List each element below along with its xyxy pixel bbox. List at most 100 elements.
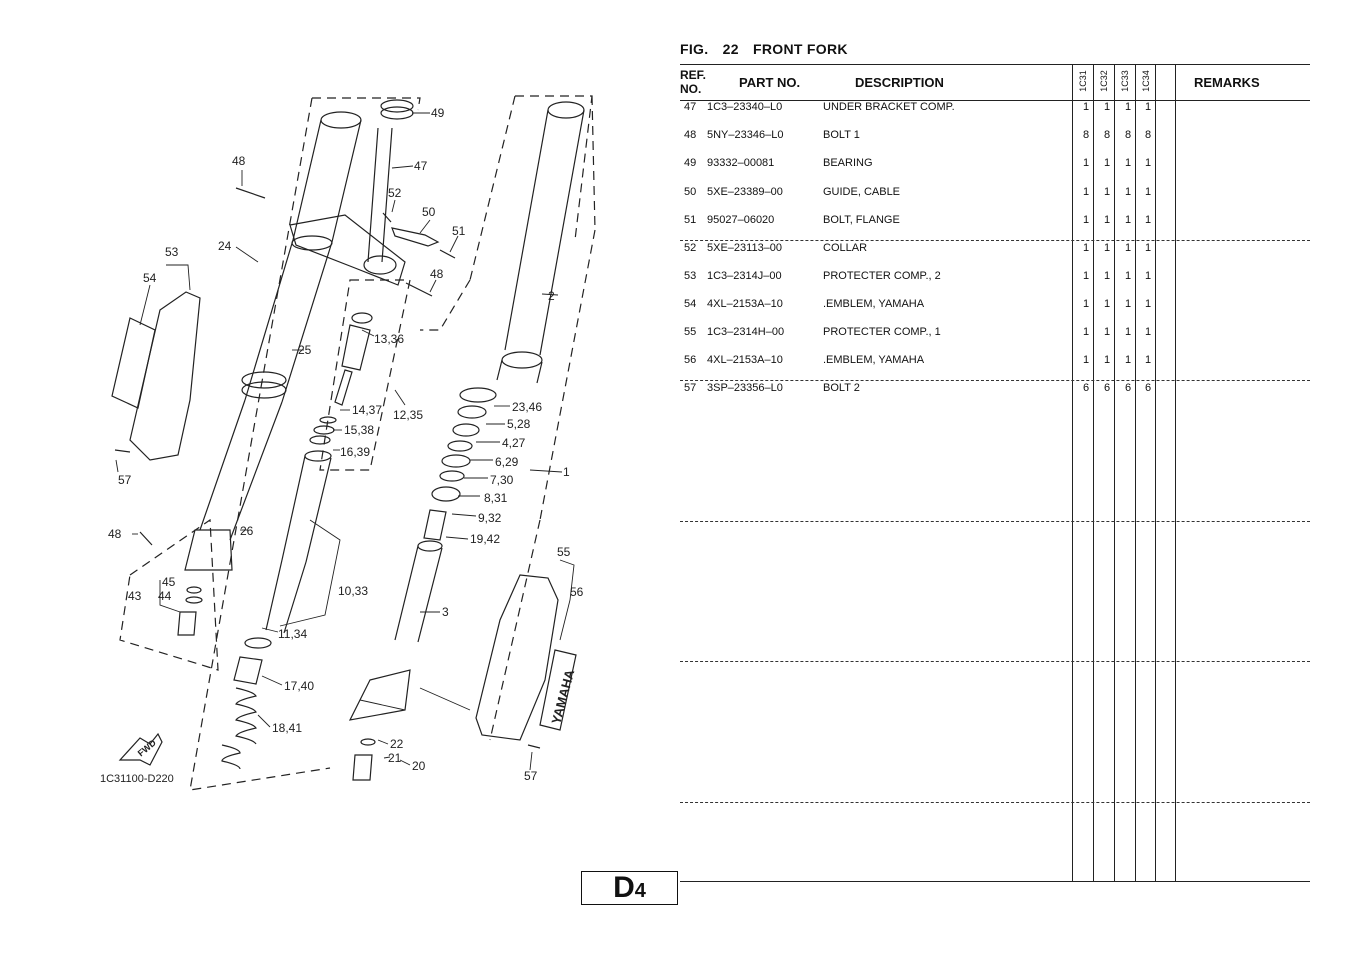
callout: 3 — [442, 605, 449, 619]
header-model: 1C32 — [1099, 70, 1109, 92]
qty: 1 — [1144, 354, 1152, 366]
part-description: .EMBLEM, YAMAHA — [823, 354, 925, 366]
header-ref: REF. — [680, 68, 707, 82]
qty: 1 — [1124, 326, 1132, 338]
part-description: BEARING — [823, 157, 873, 169]
table-row: 52 5XE–23113–00 COLLAR 1 1 1 1 — [0, 242, 1351, 256]
callout: 50 — [422, 205, 436, 219]
ref-number: 55 — [684, 326, 697, 338]
table-row: 55 1C3–2314H–00 PROTECTER COMP., 1 1 1 1… — [0, 326, 1351, 340]
qty: 6 — [1103, 382, 1111, 394]
seal-stack — [431, 387, 497, 502]
ref-number: 47 — [684, 101, 697, 113]
qty: 1 — [1082, 298, 1090, 310]
cable-guide — [235, 187, 456, 297]
part-description: UNDER BRACKET COMP. — [823, 101, 955, 113]
callout: 24 — [218, 239, 232, 253]
ref-number: 53 — [684, 270, 697, 282]
callout: 52 — [388, 186, 402, 200]
callout: 17,40 — [284, 679, 314, 693]
leader-lines — [115, 112, 575, 771]
callout: 25 — [298, 343, 312, 357]
part-description: .EMBLEM, YAMAHA — [823, 298, 925, 310]
qty: 1 — [1144, 326, 1152, 338]
header-description: DESCRIPTION — [855, 75, 944, 90]
qty: 1 — [1144, 214, 1152, 226]
figure-number: 22 — [722, 41, 739, 57]
qty: 6 — [1144, 382, 1152, 394]
callout: 43 — [128, 589, 142, 603]
part-description: COLLAR — [823, 242, 868, 254]
callout: 14,37 — [352, 403, 382, 417]
exploded-parts-diagram: YAMAHA FWD 49 48 47 52 50 — [100, 95, 596, 791]
callout: 53 — [165, 245, 179, 259]
axle-bolts — [114, 449, 541, 781]
ref-number: 54 — [684, 298, 697, 310]
callout: 51 — [452, 224, 466, 238]
table-row: 49 93332–00081 BEARING 1 1 1 1 — [0, 157, 1351, 171]
callout: 23,46 — [512, 400, 542, 414]
qty: 1 — [1144, 298, 1152, 310]
figure-label: FIG. — [680, 41, 709, 57]
qty: 1 — [1082, 242, 1090, 254]
callout: 56 — [570, 585, 584, 599]
callout: 9,32 — [478, 511, 502, 525]
part-description: PROTECTER COMP., 2 — [823, 270, 941, 282]
part-number: 4XL–2153A–10 — [707, 298, 783, 310]
ref-number: 52 — [684, 242, 697, 254]
callout: 6,29 — [495, 455, 519, 469]
group-separator — [680, 802, 1310, 803]
part-number: 3SP–23356–L0 — [707, 382, 783, 394]
part-number: 1C3–2314J–00 — [707, 270, 782, 282]
figure-name: FRONT FORK — [753, 41, 848, 57]
table-bottom-rule — [680, 881, 1310, 882]
callout: 44 — [158, 589, 172, 603]
callout: 45 — [162, 575, 176, 589]
qty: 1 — [1103, 242, 1111, 254]
qty: 1 — [1103, 270, 1111, 282]
qty: 1 — [1144, 186, 1152, 198]
qty: 8 — [1103, 129, 1111, 141]
qty: 1 — [1082, 157, 1090, 169]
callout: 13,36 — [374, 332, 404, 346]
header-model: 1C31 — [1078, 70, 1088, 92]
right-inner-tube — [348, 509, 447, 721]
qty: 1 — [1103, 298, 1111, 310]
page-section: D — [613, 871, 635, 904]
part-number: 5XE–23113–00 — [707, 242, 783, 254]
qty: 1 — [1082, 214, 1090, 226]
ref-number: 51 — [684, 214, 697, 226]
fork-guard-right: YAMAHA — [475, 574, 578, 741]
part-description: PROTECTER COMP., 1 — [823, 326, 941, 338]
qty: 1 — [1103, 186, 1111, 198]
ref-number: 49 — [684, 157, 697, 169]
qty: 1 — [1124, 101, 1132, 113]
callout-numbers: 49 48 47 52 50 51 48 53 54 24 2 25 13,36… — [108, 106, 584, 783]
part-description: GUIDE, CABLE — [823, 186, 901, 198]
qty: 1 — [1103, 326, 1111, 338]
qty: 1 — [1124, 242, 1132, 254]
callout: 55 — [557, 545, 571, 559]
header-bottom-rule — [680, 100, 1310, 101]
table-row: 54 4XL–2153A–10 .EMBLEM, YAMAHA 1 1 1 1 — [0, 298, 1351, 312]
callout: 47 — [414, 159, 428, 173]
callout: 5,28 — [507, 417, 531, 431]
qty: 1 — [1082, 326, 1090, 338]
callout: 1 — [563, 465, 570, 479]
table-row: 50 5XE–23389–00 GUIDE, CABLE 1 1 1 1 — [0, 186, 1351, 200]
group-separator — [680, 521, 1310, 522]
qty: 1 — [1144, 242, 1152, 254]
qty: 1 — [1082, 354, 1090, 366]
fwd-arrow-icon: FWD — [118, 732, 163, 766]
header-model: 1C33 — [1120, 70, 1130, 92]
qty: 1 — [1124, 214, 1132, 226]
qty: 1 — [1082, 186, 1090, 198]
qty: 1 — [1124, 157, 1132, 169]
column-divider — [1135, 64, 1136, 882]
fork-spring — [221, 656, 263, 770]
left-inner-rod — [244, 450, 332, 649]
qty: 1 — [1103, 157, 1111, 169]
part-description: BOLT 1 — [823, 129, 860, 141]
yamaha-emblem-text: YAMAHA — [548, 667, 577, 725]
ref-number: 56 — [684, 354, 697, 366]
